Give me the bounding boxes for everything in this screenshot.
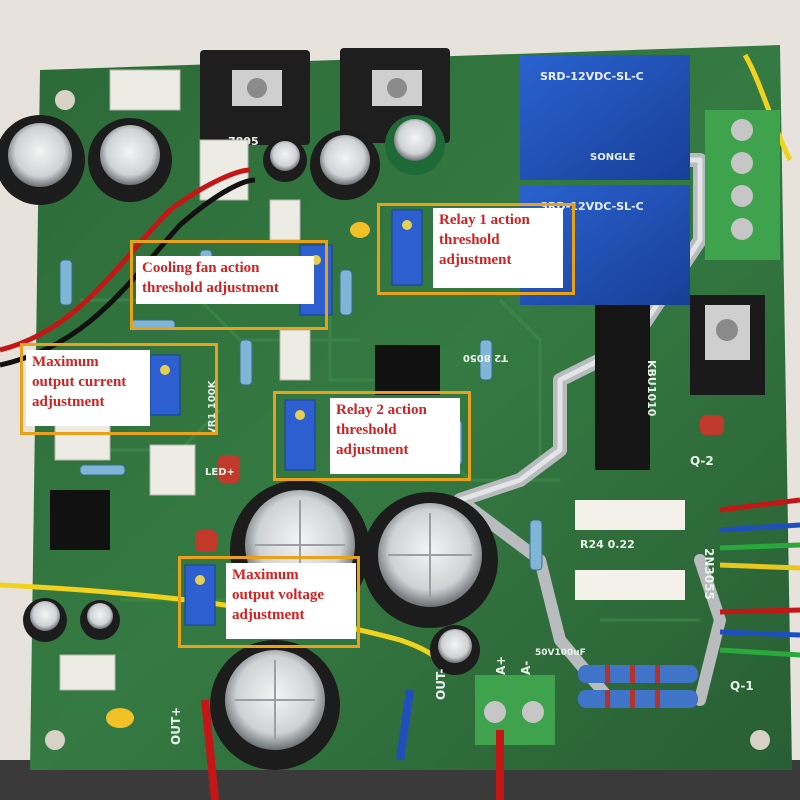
- relay1-callout-box: [377, 203, 575, 295]
- relay-top-label: SRD-12VDC-SL-C: [540, 70, 644, 83]
- wire: [201, 497, 800, 800]
- bridge-label: KBU1010: [645, 360, 658, 417]
- max-current-callout-label: Maximum output current adjustment: [26, 350, 150, 426]
- wire: [0, 167, 251, 353]
- out-plus-label: OUT+: [169, 707, 183, 745]
- cap-rating-label: 50V100uF: [535, 648, 586, 658]
- cooling-fan-callout-box: [130, 240, 328, 330]
- t2-label: T2 8050: [463, 352, 508, 363]
- a-minus-label: A-: [519, 661, 533, 675]
- max-current-callout-box: [20, 343, 218, 435]
- film-capacitor: [106, 222, 724, 728]
- max-voltage-callout-box: [178, 556, 360, 648]
- relay2-callout-label: Relay 2 action threshold adjustment: [330, 398, 460, 474]
- vr1-label: VR1 100K: [207, 379, 218, 435]
- ic-chip: [50, 345, 440, 550]
- shunt-label: R24 0.22: [580, 538, 635, 551]
- cooling-fan-callout-label: Cooling fan action threshold adjustment: [136, 256, 314, 304]
- transistor-label: 2N3055: [702, 548, 716, 600]
- power-resistor: [578, 665, 698, 708]
- a-plus-label: A+: [494, 656, 508, 675]
- relay1-callout-label: Relay 1 action threshold adjustment: [433, 208, 563, 288]
- led-label: LED+: [205, 467, 235, 478]
- wire: [742, 53, 793, 162]
- wire: [0, 177, 256, 368]
- out-minus-label: OUT-: [434, 669, 448, 700]
- cement-resistor: [575, 500, 685, 600]
- q2-label: Q-2: [690, 454, 714, 468]
- power-transistor: [690, 295, 765, 395]
- screw-terminal: [475, 110, 780, 745]
- max-voltage-callout-label: Maximum output voltage adjustment: [226, 563, 356, 639]
- relay-brand-label: SONGLE: [590, 152, 636, 163]
- bridge-rectifier: [595, 305, 650, 470]
- relay2-callout-box: [273, 391, 471, 481]
- q1-label: Q-1: [730, 679, 754, 693]
